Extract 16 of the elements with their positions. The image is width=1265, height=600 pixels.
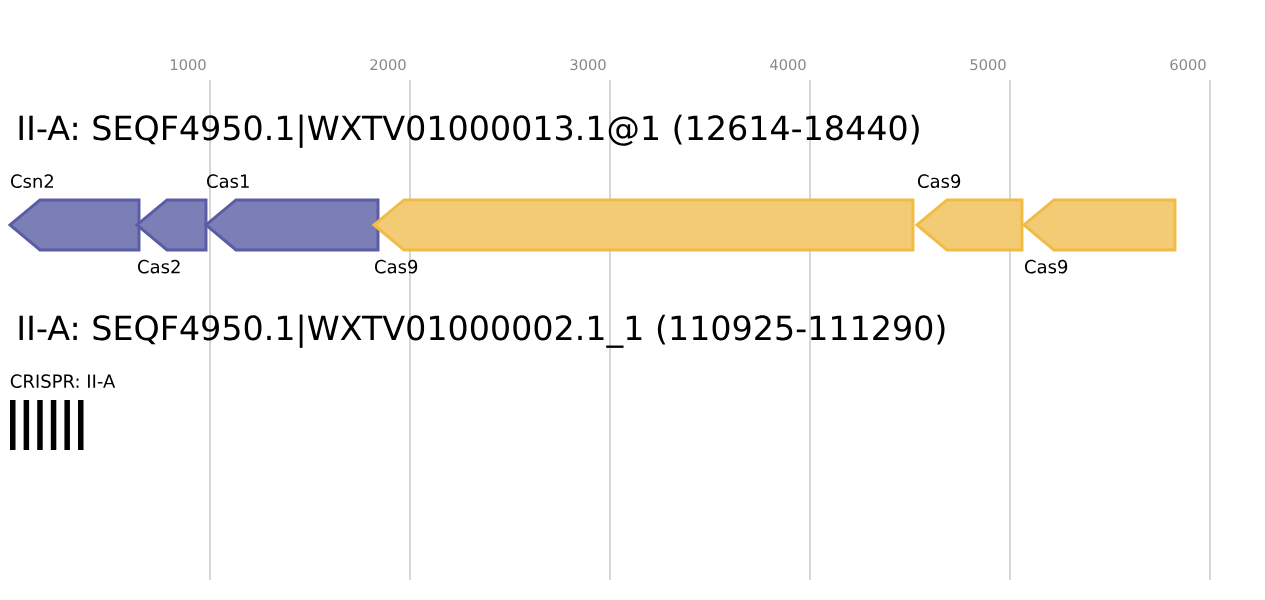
tick-label: 5000 [970,59,1006,71]
crispr-array: CRISPR: II-A [10,374,116,450]
track-heading: II-A: SEQF4950.1|WXTV01000002.1_1 (110925-111290) [19,314,945,348]
node-label: Csn2 [11,174,54,188]
tick-label: 1000 [170,59,206,71]
tick-label: 4000 [770,59,806,71]
track-heading: II-A: SEQF4950.1|WXTV01000013.1@1 (12614-18440) [19,114,919,148]
node-label: Cas1 [207,174,249,188]
node-label: Cas9 [918,174,961,188]
tick-label: 2000 [370,59,406,71]
node-label: Cas2 [138,259,180,274]
tick-label: 6000 [1170,59,1206,71]
node-label: Cas9 [1025,259,1068,274]
node-label: Cas9 [375,259,418,274]
node-label: CRISPR: II-A [10,374,116,388]
tick-label: 3000 [570,59,606,71]
